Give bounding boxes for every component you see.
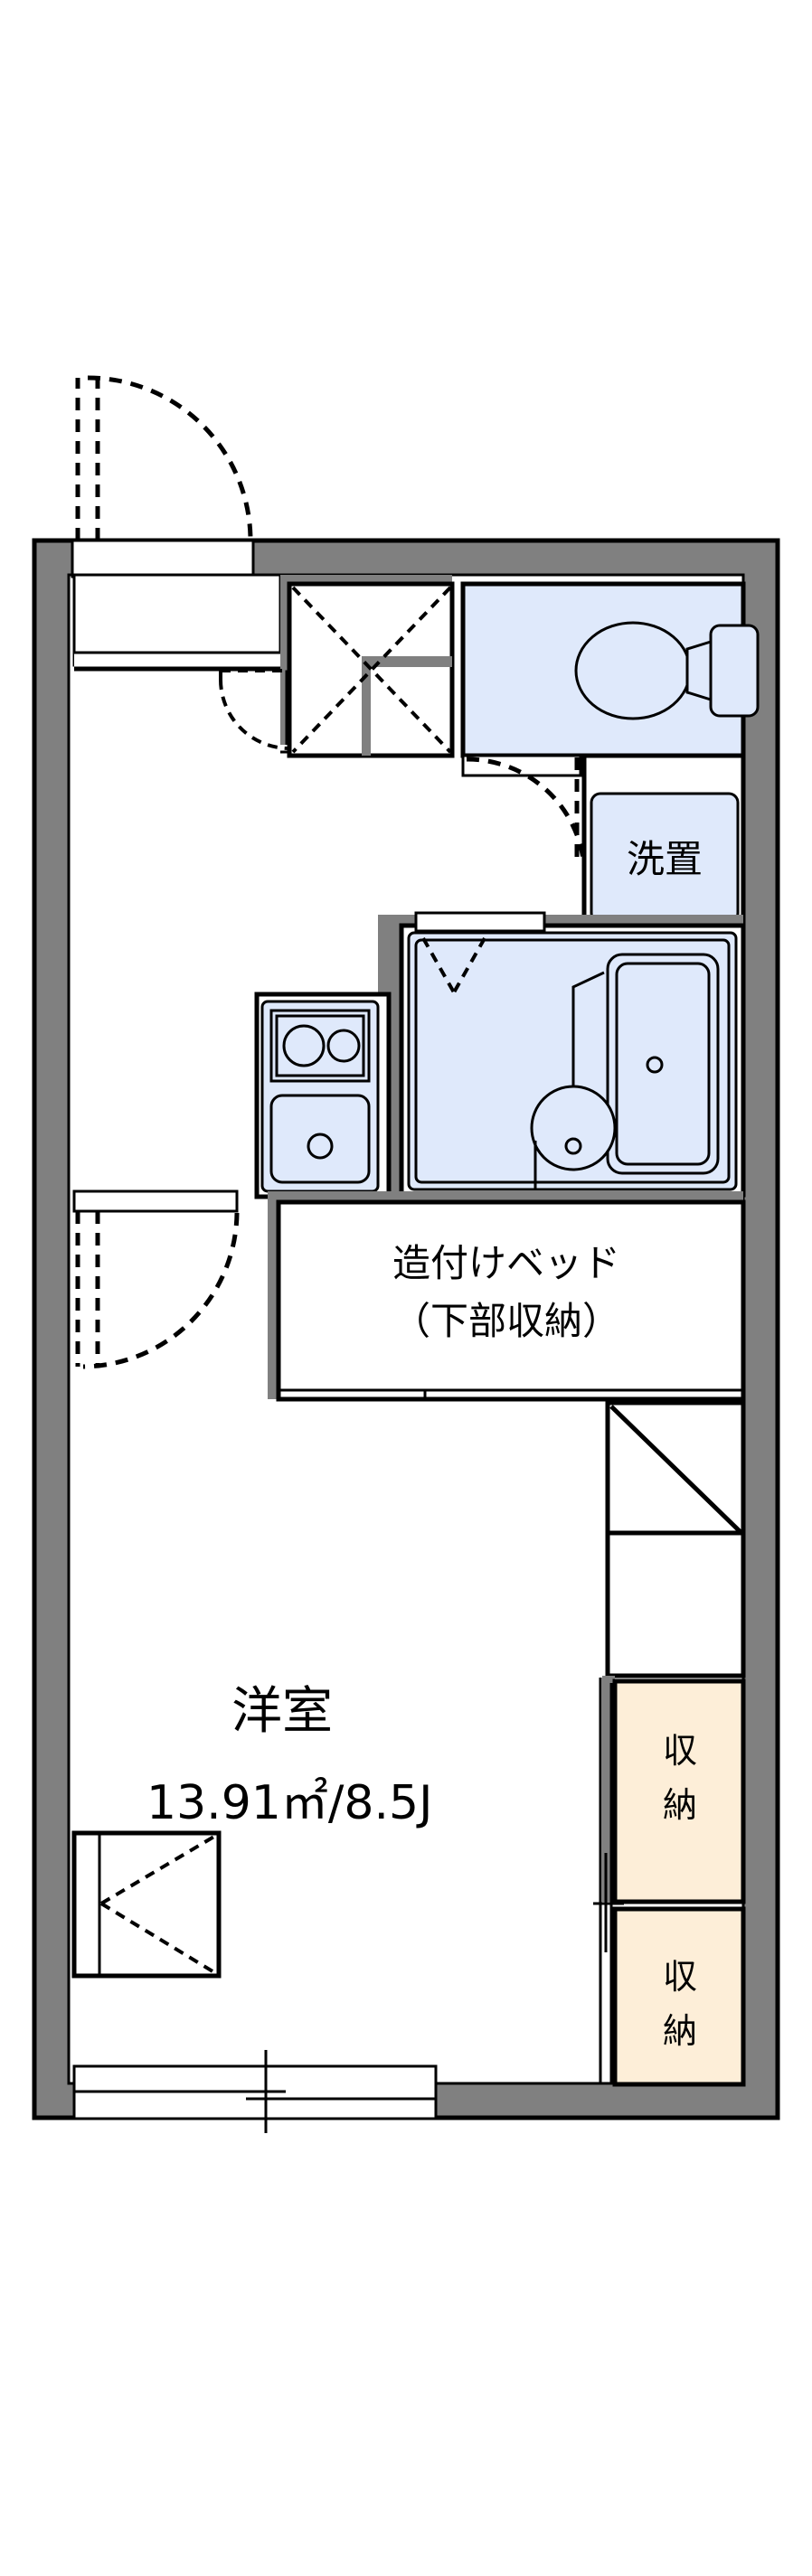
hall-cupboard[interactable] <box>287 581 455 758</box>
balcony-window[interactable] <box>72 2050 438 2133</box>
main-room-area: 13.91㎡/8.5J <box>146 1776 432 1830</box>
storage-upper[interactable]: 収 納 <box>593 1676 746 2084</box>
storage-lower-label-1: 収 <box>663 1957 697 1997</box>
washer-space-label: 洗置 <box>627 837 703 881</box>
bathtub-icon <box>606 953 720 1175</box>
entrance-closet[interactable] <box>72 573 282 672</box>
kitchen-sink-icon <box>269 1094 371 1184</box>
storage-lower[interactable]: 収 納 <box>612 1906 746 2087</box>
washbasin-icon <box>530 971 617 1189</box>
kitchen-unit <box>254 915 398 1199</box>
storage-upper-label-1: 収 <box>663 1731 697 1771</box>
main-room-labels: 洋室 13.91㎡/8.5J <box>146 1682 432 1830</box>
toilet-icon <box>574 621 760 720</box>
washer-space: 洗置 <box>581 753 746 930</box>
gas-stove-icon <box>269 1009 371 1083</box>
loft-access-box[interactable] <box>605 1400 746 1678</box>
main-room-name: 洋室 <box>231 1682 333 1741</box>
corridor-partition <box>280 575 452 665</box>
storage-lower-label-2: 納 <box>663 2011 697 2051</box>
room-door[interactable] <box>72 1189 240 1369</box>
entrance-door[interactable] <box>71 375 255 578</box>
storage-upper-label-2: 納 <box>663 1785 697 1825</box>
built-in-bed-label-line1: 造付けベッド <box>392 1241 620 1285</box>
toilet-room <box>460 581 760 758</box>
built-in-bed: 造付けベッド （下部収納） <box>268 1191 746 1402</box>
side-window[interactable] <box>71 1830 222 1979</box>
built-in-bed-label-line2: （下部収納） <box>392 1299 620 1343</box>
unit-bath <box>391 911 746 1198</box>
